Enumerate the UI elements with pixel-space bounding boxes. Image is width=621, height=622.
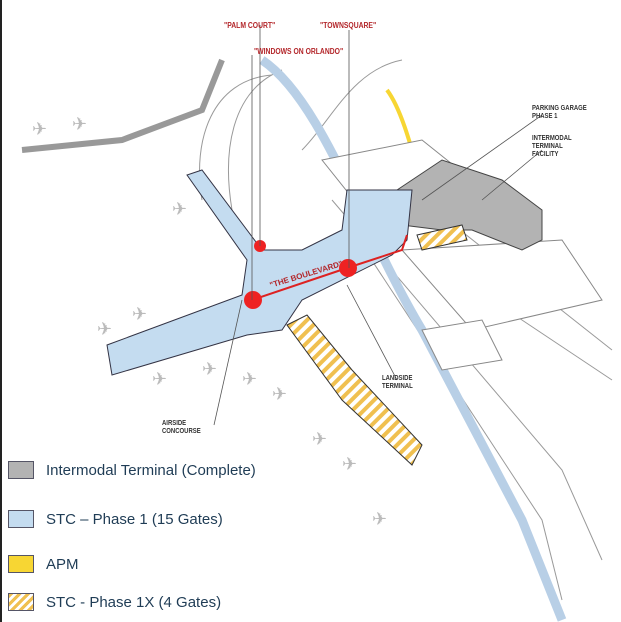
windows-on-orlando-label: "WINDOWS ON ORLANDO" [254,47,344,56]
intermodal-facility-label: INTERMODAL TERMINAL FACILITY [532,135,572,158]
boulevard-path [251,234,408,301]
swatch-blue [8,510,34,528]
svg-text:✈: ✈ [172,199,187,220]
legend-intermodal: Intermodal Terminal (Complete) [8,461,256,479]
svg-text:✈: ✈ [97,319,112,340]
legend-label: STC - Phase 1X (4 Gates) [46,593,222,611]
remote-gates [21,58,225,153]
airside-concourse-label: AIRSIDE CONCOURSE [162,420,201,435]
svg-text:✈: ✈ [342,454,357,475]
svg-text:✈: ✈ [312,429,327,450]
svg-text:✈: ✈ [72,114,87,135]
svg-text:✈: ✈ [372,509,387,530]
svg-text:✈: ✈ [132,304,147,325]
stc-phase1 [106,169,413,376]
swatch-yellow [8,555,34,573]
legend-apm: APM [8,555,79,573]
legend-label: Intermodal Terminal (Complete) [46,461,256,479]
windows-marker [244,291,262,309]
svg-text:✈: ✈ [272,384,287,405]
intermodal-terminal [381,159,543,251]
aircraft-icons: ✈ ✈ ✈ ✈ ✈ ✈ ✈ ✈ ✈ ✈ ✈ ✈ [32,114,387,530]
svg-text:✈: ✈ [202,359,217,380]
svg-text:✈: ✈ [152,369,167,390]
stc-phase1x [286,314,423,466]
legend-label: APM [46,555,79,573]
svg-text:✈: ✈ [32,119,47,140]
palm-court-label: "PALM COURT" [224,21,276,30]
legend-label: STC – Phase 1 (15 Gates) [46,510,223,528]
svg-text:✈: ✈ [242,369,257,390]
swatch-gray [8,461,34,479]
parking-garage-label: PARKING GARAGE PHASE 1 [532,105,587,120]
legend-stc-phase1x: STC - Phase 1X (4 Gates) [8,593,221,611]
landside-terminal-label: LANDSIDE TERMINAL [382,375,413,390]
stc-phase1x-link [416,224,468,251]
townsquare-marker [339,259,357,277]
townsquare-label: "TOWNSQUARE" [320,21,377,30]
legend-stc-phase1: STC – Phase 1 (15 Gates) [8,510,223,528]
swatch-hatched [8,593,34,611]
